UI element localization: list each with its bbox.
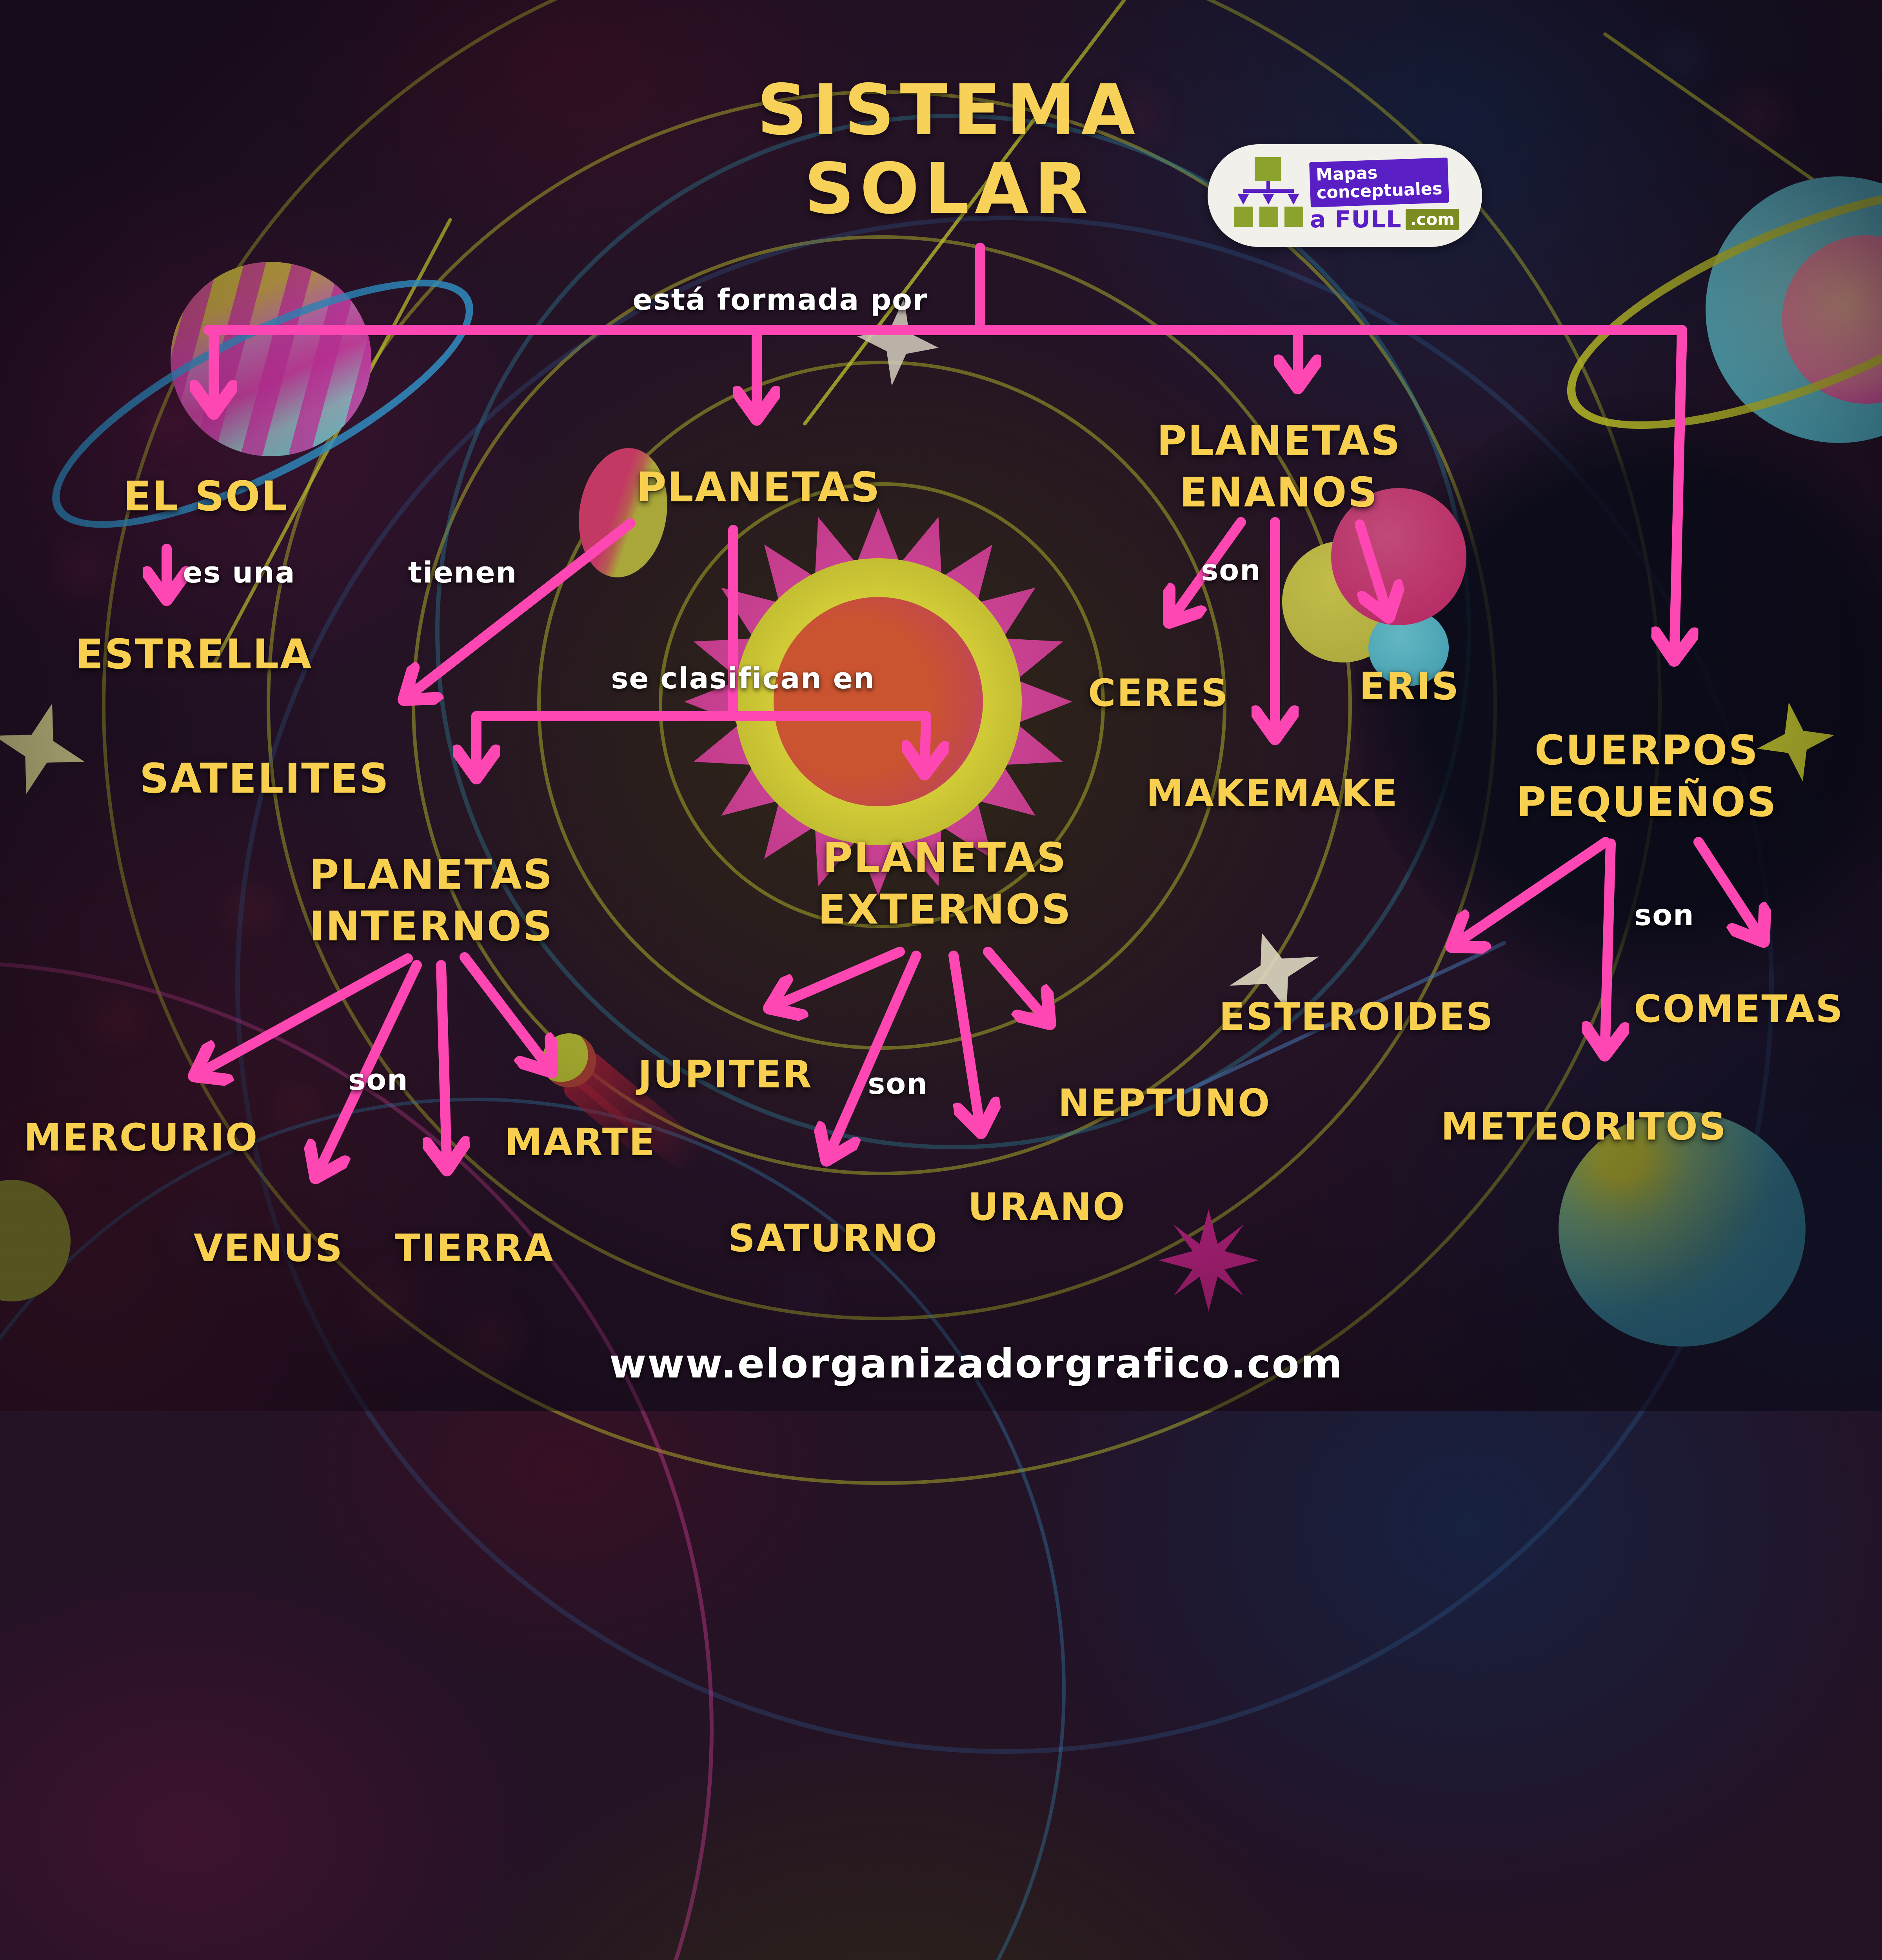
node-venus: VENUS <box>193 1226 344 1270</box>
node-estrella: ESTRELLA <box>75 630 313 678</box>
node-planetas: PLANETAS <box>636 463 881 511</box>
edge-label-se-clasifican: se clasifican en <box>611 662 875 695</box>
node-cuerpos-pequenos: CUERPOS PEQUEÑOS <box>1516 726 1777 826</box>
edge-externos-jupiter <box>769 947 905 1008</box>
node-neptuno: NEPTUNO <box>1058 1081 1271 1125</box>
node-marte: MARTE <box>505 1120 656 1164</box>
node-saturno: SATURNO <box>728 1216 939 1260</box>
edge-internos-tierra <box>441 960 447 1170</box>
website-url: www.elorganizadorgrafico.com <box>609 1341 1344 1387</box>
edge-to-cuerpos <box>1674 325 1682 661</box>
edge-externos-urano <box>948 951 981 1133</box>
logo-word-afull: a FULL <box>1310 206 1402 234</box>
edge-to-externos <box>925 711 926 774</box>
edge-label-son-internos: son <box>348 1063 409 1097</box>
edge-cuerpos-cometas <box>1693 837 1764 942</box>
node-makemake: MAKEMAKE <box>1146 771 1399 815</box>
edge-label-son-enanos: son <box>1201 554 1261 587</box>
flowchart-icon <box>1234 156 1303 235</box>
edge-externos-neptuno <box>983 947 1050 1024</box>
node-planetas-enanos: PLANETAS ENANOS <box>1157 417 1401 517</box>
node-mercurio: MERCURIO <box>24 1116 259 1160</box>
edge-cuerpos-meteoritos <box>1605 838 1611 1055</box>
edge-label-tienen: tienen <box>408 556 518 590</box>
node-planetas-externos: PLANETAS EXTERNOS <box>818 834 1072 934</box>
node-cometas: COMETAS <box>1634 987 1844 1031</box>
edge-enanos-eris <box>1355 519 1389 617</box>
edge-label-son-cuerpos: son <box>1634 898 1695 932</box>
node-meteoritos: METEORITOS <box>1441 1105 1727 1149</box>
node-tierra: TIERRA <box>394 1226 554 1270</box>
logo-word-conceptuales: conceptuales <box>1316 179 1443 203</box>
node-ceres: CERES <box>1088 671 1229 715</box>
edge-label-son-externos: son <box>868 1067 928 1101</box>
node-jupiter: JUPITER <box>638 1053 813 1096</box>
edge-externos-saturno <box>827 951 921 1160</box>
map-title-line1: SISTEMA <box>757 69 1141 151</box>
node-el-sol: EL SOL <box>123 472 289 520</box>
logo-word-tld: .com <box>1405 209 1460 230</box>
edge-label-es-una: es una <box>183 556 296 590</box>
edge-cuerpos-esteroides <box>1451 837 1611 947</box>
brand-logo: Mapas conceptuales a FULL .com <box>1208 144 1482 247</box>
edge-label-root: está formada por <box>632 283 928 317</box>
edge-planetas-satelites <box>404 518 636 700</box>
node-urano: URANO <box>968 1185 1126 1229</box>
edge-internos-marte <box>460 952 552 1072</box>
brand-logo-text: Mapas conceptuales a FULL .com <box>1309 157 1460 234</box>
node-planetas-internos: PLANETAS INTERNOS <box>309 851 554 951</box>
node-esteroides: ESTEROIDES <box>1219 995 1494 1039</box>
map-title: SISTEMA SOLAR <box>757 71 1141 228</box>
map-title-line2: SOLAR <box>804 148 1094 230</box>
node-satelites: SATELITES <box>139 755 390 802</box>
node-eris: ERIS <box>1359 664 1460 708</box>
